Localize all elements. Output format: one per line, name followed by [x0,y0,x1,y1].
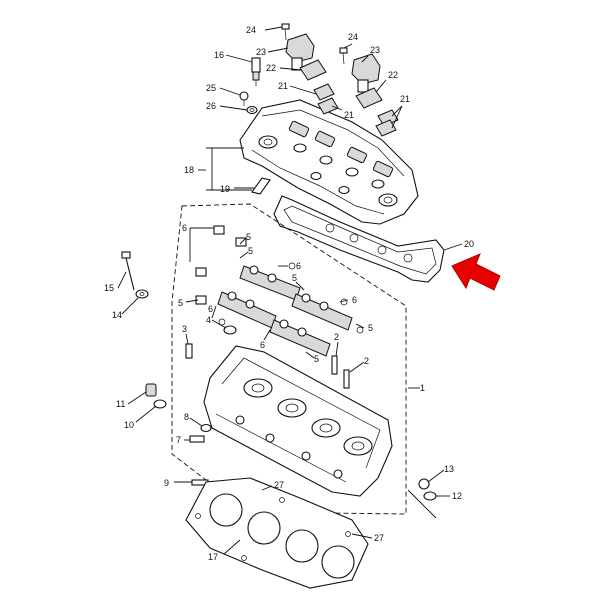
callout-2: 2 [334,332,339,342]
callout-5: 5 [246,232,251,242]
plug-seals-22 [299,59,383,109]
callout-21: 21 [344,110,354,120]
callout-5: 5 [314,354,319,364]
callout-5: 5 [178,298,183,308]
cylinder-head-assembly-boundary [171,203,407,515]
cylinder-head [203,345,393,497]
spark-plug [251,57,261,86]
washer-8 [200,423,212,433]
callout-25: 25 [206,83,216,93]
callout-27: 27 [374,533,384,543]
callout-6: 6 [208,304,213,314]
bolt-25 [239,91,249,106]
callout-22: 22 [266,63,276,73]
rocker-arm-group [195,225,364,357]
callout-6: 6 [352,295,357,305]
callout-24: 24 [246,25,256,35]
studs-2 [331,355,350,389]
callout-16: 16 [214,50,224,60]
callout-13: 13 [444,464,454,474]
leader-lines [117,26,463,555]
callout-6: 6 [260,340,265,350]
callout-17: 17 [208,552,218,562]
callout-1: 1 [420,383,425,393]
washer-26 [246,105,258,115]
callout-23: 23 [256,47,266,57]
callout-2: 2 [364,356,369,366]
head-gasket [185,477,369,589]
callout-7: 7 [176,435,181,445]
bolt-13 [418,478,430,490]
head-bolt [121,251,135,291]
callout-26: 26 [206,101,216,111]
callout-5: 5 [248,246,253,256]
callout-20: 20 [464,239,474,249]
grommets-21 [313,83,399,137]
callout-22: 22 [388,70,398,80]
valve-cover-gasket [273,195,445,283]
valve-cover [239,99,419,225]
callout-15: 15 [104,283,114,293]
fitting-11 [145,383,157,397]
washer-4 [223,325,237,335]
callout-4: 4 [206,315,211,325]
callout-14: 14 [112,310,122,320]
callout-5: 5 [368,323,373,333]
coil-bolt-right [339,47,348,65]
head-bolt-washer [135,289,149,299]
callout-8: 8 [184,412,189,422]
callout-23: 23 [370,45,380,55]
callout-10: 10 [124,420,134,430]
callout-21: 21 [278,81,288,91]
callout-9: 9 [164,478,169,488]
ignition-coil-right [351,53,381,93]
callout-5: 5 [292,273,297,283]
callout-11: 11 [116,399,125,409]
callout-27: 27 [274,480,284,490]
ignition-coil-left [285,33,315,71]
coil-bolt-left [281,23,290,41]
callout-3: 3 [182,324,187,334]
dowel-pin [185,343,193,359]
callout-12: 12 [452,491,462,501]
callout-labels: 24 23 16 22 21 25 26 24 23 22 21 21 18 1… [104,25,474,562]
callout-24: 24 [348,32,358,42]
callout-19: 19 [220,184,230,194]
callout-6: 6 [182,223,187,233]
washer-10 [153,399,167,409]
callout-6: 6 [296,261,301,271]
callout-21: 21 [400,94,410,104]
callout-18: 18 [184,165,194,175]
highlight-arrow [451,253,501,291]
bolt-7 [189,435,205,443]
washer-12 [423,491,437,501]
bracket-part-19 [251,177,271,195]
